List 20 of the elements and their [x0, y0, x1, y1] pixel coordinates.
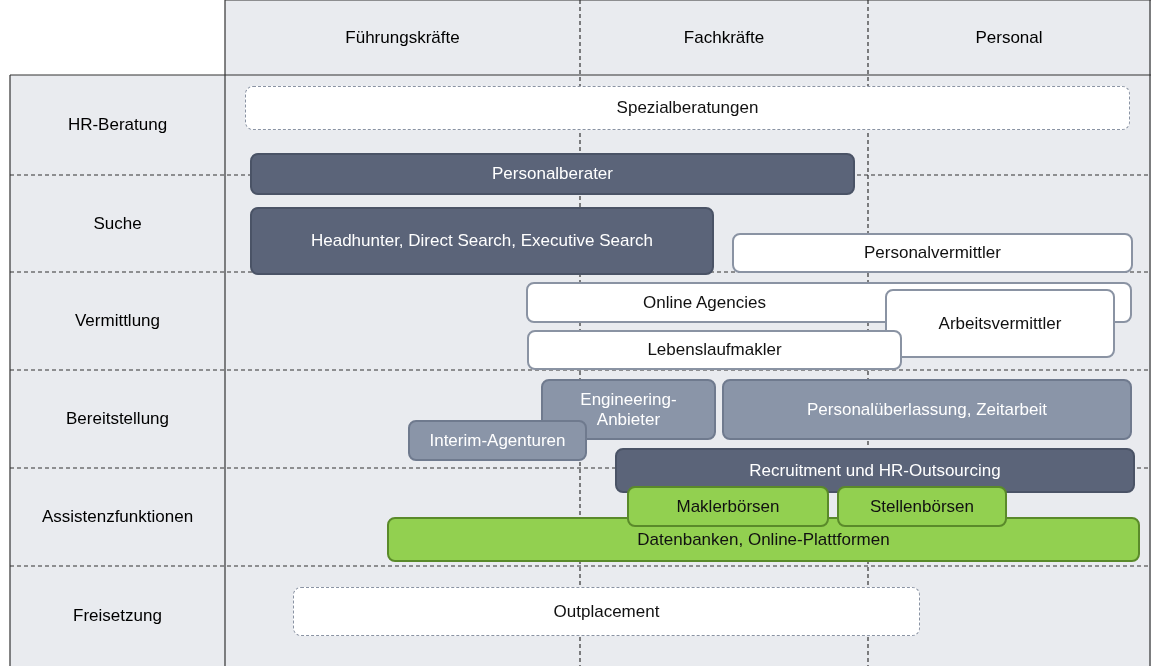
service-bar: Lebenslaufmakler: [527, 330, 902, 370]
service-bar: Maklerbörsen: [627, 486, 829, 527]
service-bar: Spezialberatungen: [245, 86, 1130, 130]
row-header: Bereitstellung: [66, 409, 169, 429]
service-bar: Headhunter, Direct Search, Executive Search: [250, 207, 714, 275]
service-bar: Stellenbörsen: [837, 486, 1007, 527]
row-header: Suche: [93, 213, 142, 234]
service-bar: Interim-Agenturen: [408, 420, 587, 461]
column-header: Personal: [975, 27, 1043, 48]
service-bar: Outplacement: [293, 587, 920, 636]
row-header: Vermittlung: [74, 311, 160, 331]
service-bar: Personalberater: [250, 153, 855, 195]
service-bar: Personalvermittler: [732, 233, 1133, 273]
column-header: Führungskräfte: [345, 27, 460, 48]
service-bar: Personalüberlassung, Zeitarbeit: [722, 379, 1132, 440]
service-bar: Arbeitsvermittler: [885, 289, 1115, 358]
column-header: Fachkräfte: [683, 27, 765, 48]
row-header: Freisetzung: [73, 606, 162, 626]
row-header: Assistenzfunktionen: [41, 507, 194, 527]
row-header: HR-Beratung: [67, 115, 168, 135]
